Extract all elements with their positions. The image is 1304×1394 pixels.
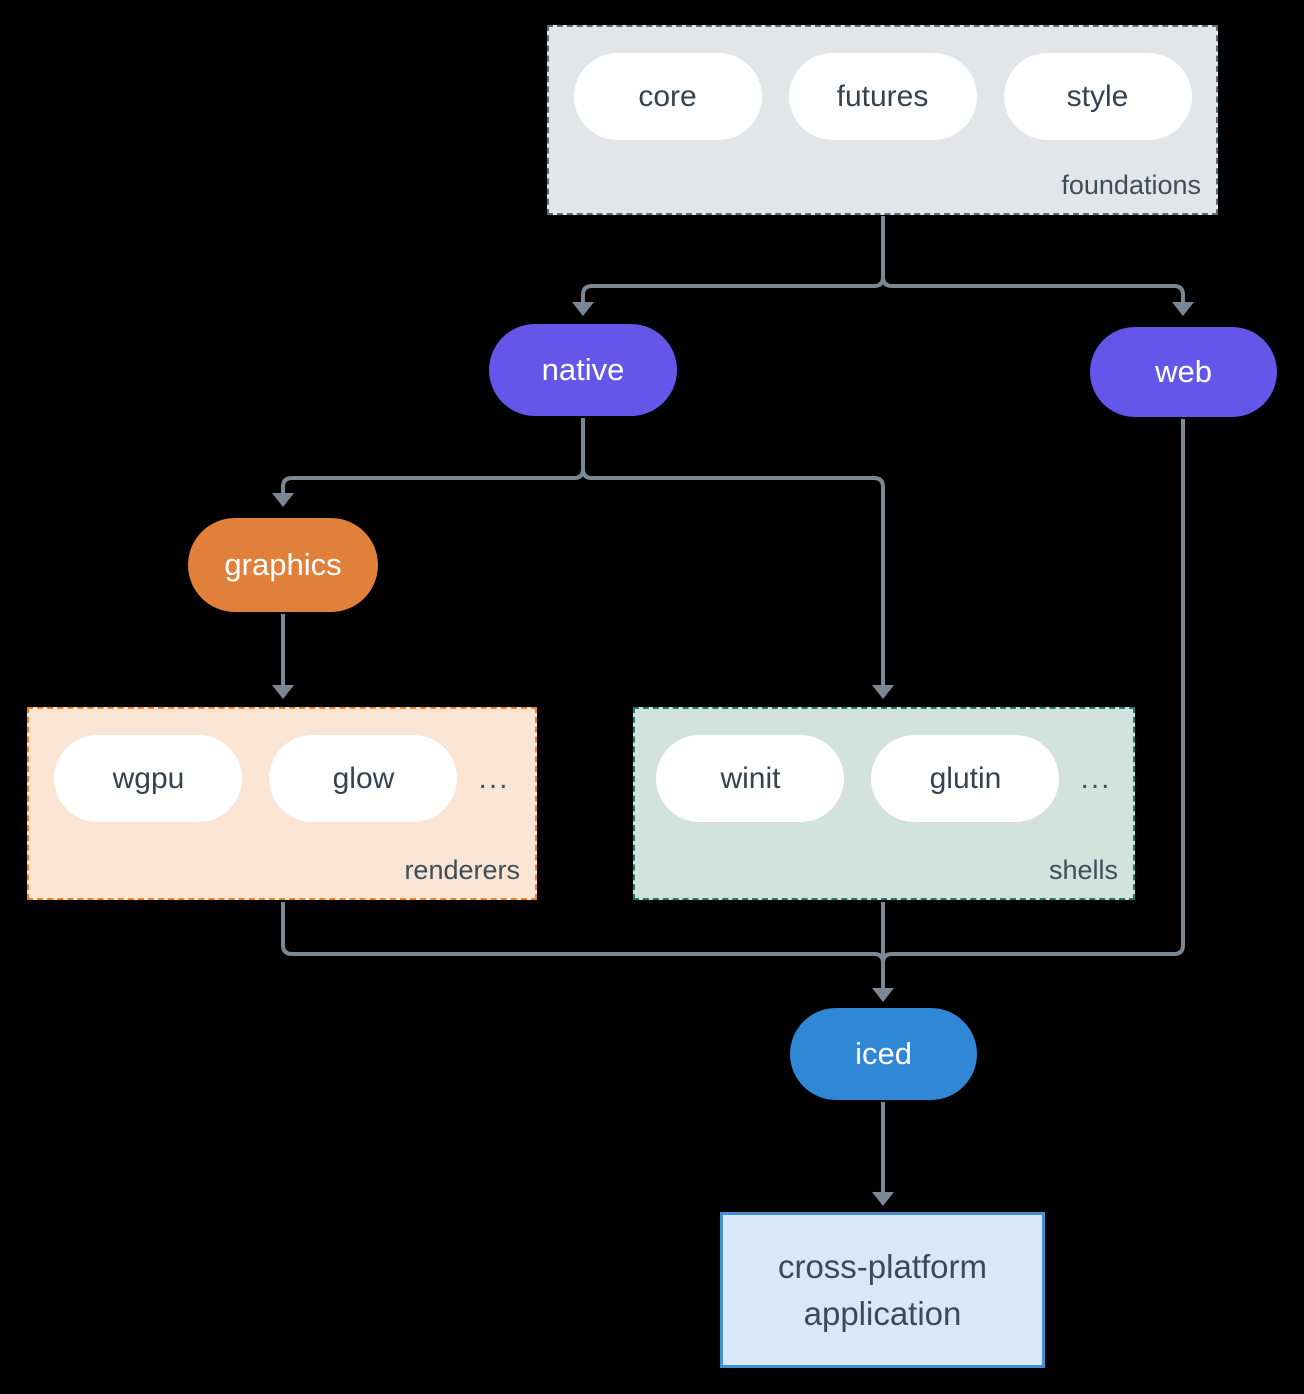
shells-group-label: shells — [1048, 855, 1118, 885]
crate-winit: winit — [656, 735, 845, 822]
edge-renderers-iced — [281, 902, 885, 964]
node-web: web — [1090, 327, 1277, 417]
crate-futures: futures — [788, 53, 977, 140]
edge-native-shells — [581, 418, 885, 685]
renderers-pill-row: wgpu glow ... — [29, 735, 535, 822]
renderers-group-label: renderers — [404, 855, 520, 885]
shells-ellipsis: ... — [1080, 761, 1112, 795]
foundations-pill-row: core futures style — [549, 53, 1216, 140]
node-iced: iced — [790, 1008, 977, 1100]
arrowhead-web — [1172, 302, 1194, 316]
crate-core: core — [573, 53, 762, 140]
crate-glow: glow — [269, 735, 458, 822]
arrowhead-graphics — [272, 493, 294, 507]
crate-style: style — [1003, 53, 1192, 140]
foundations-group-box: core futures style foundations — [547, 25, 1218, 215]
application-label-line1: cross-platform — [777, 1248, 988, 1285]
renderers-ellipsis: ... — [478, 761, 510, 795]
node-native: native — [489, 324, 677, 416]
renderers-group-box: wgpu glow ... renderers — [27, 707, 537, 900]
arrowhead-native — [572, 302, 594, 316]
shells-group-box: winit glutin ... shells — [633, 707, 1135, 900]
crate-glutin: glutin — [871, 735, 1060, 822]
edge-native-graphics — [281, 418, 585, 493]
edge-foundations-native — [581, 216, 885, 302]
cross-platform-application-box: cross-platform application — [720, 1212, 1045, 1368]
arrowhead-shells — [872, 685, 894, 699]
crate-wgpu: wgpu — [54, 735, 243, 822]
application-label-line2: application — [803, 1295, 962, 1332]
arrowhead-iced — [872, 988, 894, 1002]
arrowhead-application — [872, 1192, 894, 1206]
edge-foundations-web — [881, 216, 1185, 302]
foundations-group-label: foundations — [1061, 170, 1201, 200]
node-graphics: graphics — [188, 518, 378, 612]
shells-pill-row: winit glutin ... — [635, 735, 1133, 822]
arrowhead-renderers — [272, 685, 294, 699]
